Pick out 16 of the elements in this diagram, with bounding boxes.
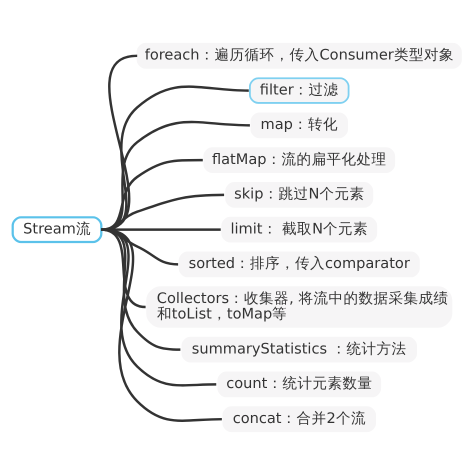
node-box: limit： 截取N个元素 <box>221 216 378 242</box>
node-box: Stream流 <box>12 216 102 243</box>
node-box: concat：合并2个流 <box>222 406 376 432</box>
node-box: flatMap：流的扁平化处理 <box>203 146 396 173</box>
connector <box>101 158 203 230</box>
node-box: skip：跳过N个元素 <box>225 182 374 208</box>
connector <box>101 228 222 422</box>
node-box: filter：过滤 <box>249 76 350 104</box>
node-box: Collectors：收集器, 将流中的数据采集成绩和toList，toMap等 <box>146 286 452 328</box>
node-box: map：转化 <box>250 112 348 138</box>
node-box: summaryStatistics ：统计方法 <box>182 336 417 362</box>
connector <box>101 84 249 230</box>
node-box: foreach：遍历循环，传入Consumer类型对象 <box>136 42 462 68</box>
node-box: count：统计元素数量 <box>217 371 382 397</box>
connector <box>101 120 250 230</box>
node-box: sorted：排序，传入comparator <box>178 251 420 277</box>
